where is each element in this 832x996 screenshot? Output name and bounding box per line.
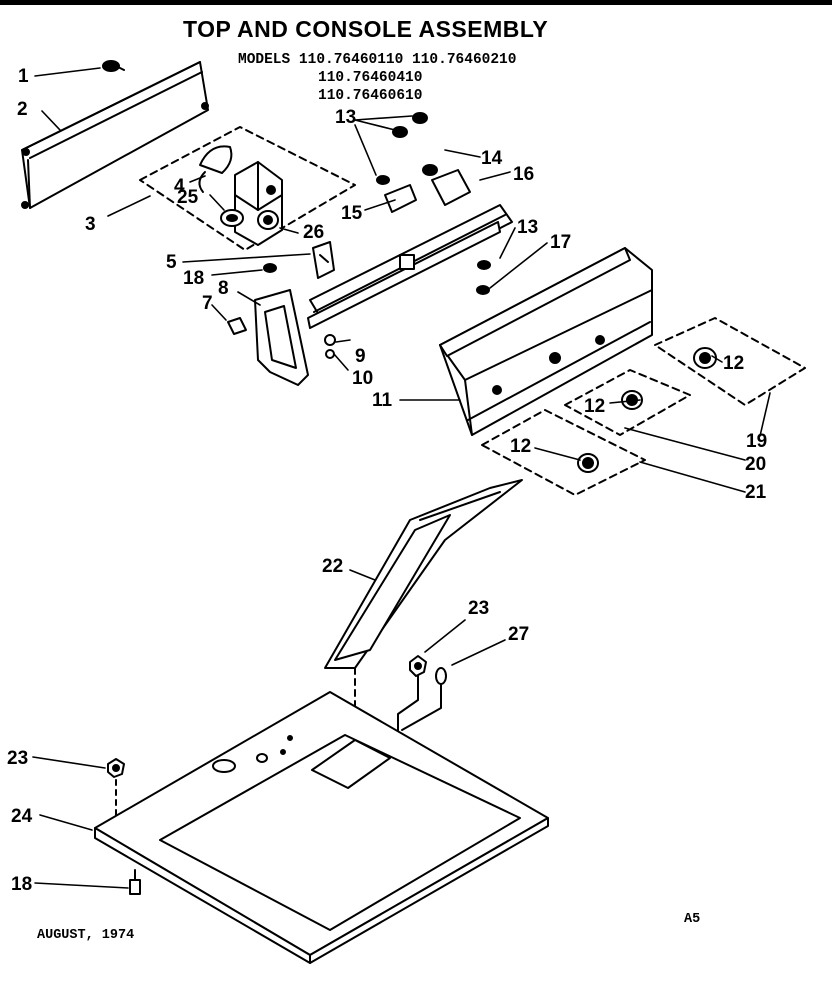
- models-line-1: MODELS 110.76460110 110.76460210: [238, 52, 517, 68]
- part-11-console-housing: [439, 247, 653, 436]
- callout-18-lower: 18: [11, 874, 32, 895]
- part-3-bracket-outline: [139, 126, 356, 251]
- callout-21: 21: [745, 482, 767, 503]
- footer-page-code: A5: [684, 912, 701, 927]
- callout-23-upper: 23: [468, 598, 489, 619]
- part-1-screw: [102, 60, 125, 72]
- callout-16: 16: [513, 164, 534, 185]
- part-21-knob-panel: [481, 409, 646, 496]
- callout-26: 26: [303, 222, 324, 243]
- callout-8: 8: [218, 278, 229, 299]
- callout-22: 22: [322, 556, 343, 577]
- part-24-top-panel: [94, 691, 549, 964]
- part-4-timer-cover: [198, 145, 233, 193]
- leader-lines: [32, 67, 771, 889]
- part-25-knob: [220, 209, 244, 227]
- callout-1: 1: [18, 66, 29, 87]
- page-title: TOP AND CONSOLE ASSEMBLY: [183, 16, 549, 42]
- callout-14: 14: [481, 148, 503, 169]
- callout-15: 15: [341, 203, 363, 224]
- part-8-end-bracket: [254, 289, 309, 386]
- part-27-screw: [435, 667, 447, 701]
- callout-24: 24: [11, 806, 33, 827]
- callout-12-a: 12: [723, 353, 744, 374]
- part-5-bracket: [312, 241, 335, 279]
- callout-3: 3: [85, 214, 96, 235]
- part-19-knob-panel: [654, 317, 806, 406]
- callout-2: 2: [17, 99, 28, 120]
- top-border: [0, 0, 832, 5]
- callout-9: 9: [355, 346, 366, 367]
- part-20-knob-panel: [564, 369, 691, 436]
- part-23-nut-lower: [107, 758, 125, 778]
- models-line-2: 110.76460410: [318, 70, 423, 86]
- callout-23-lower: 23: [7, 748, 28, 769]
- part-timer-motor: [234, 161, 283, 246]
- part-22-lid: [324, 479, 523, 669]
- part-18-screw-lower: [129, 869, 141, 895]
- callout-13-lower: 13: [517, 217, 538, 238]
- callout-27: 27: [508, 624, 529, 645]
- part-13-screws: [376, 112, 491, 295]
- callout-19: 19: [746, 431, 767, 452]
- footer-date: AUGUST, 1974: [37, 928, 135, 943]
- callout-10: 10: [352, 368, 373, 389]
- part-18-screw-upper: [263, 263, 277, 273]
- part-9-10-fasteners: [324, 334, 336, 359]
- callout-11: 11: [372, 390, 393, 411]
- callout-5: 5: [166, 252, 177, 273]
- part-26-switch: [257, 210, 279, 230]
- part-12-knobs: [577, 347, 717, 473]
- callout-7: 7: [202, 293, 213, 314]
- part-7-clip: [227, 317, 247, 335]
- callout-12-c: 12: [510, 436, 531, 457]
- part-2-rear-panel: [21, 61, 209, 209]
- callout-18-upper: 18: [183, 268, 204, 289]
- callout-13-upper: 13: [335, 107, 356, 128]
- callout-labels: 1 2 3 4 25 26 5 18 8 7 13 14 16 15 13 17…: [7, 66, 767, 895]
- models-line-3: 110.76460610: [318, 88, 423, 104]
- callout-25: 25: [177, 187, 199, 208]
- callout-20: 20: [745, 454, 766, 475]
- part-console-rail: [307, 169, 513, 329]
- callout-12-b: 12: [584, 396, 605, 417]
- callout-17: 17: [550, 232, 571, 253]
- part-23-nut-upper: [409, 655, 427, 677]
- wire-to-top: [397, 675, 442, 743]
- callout-4: 4: [174, 176, 185, 197]
